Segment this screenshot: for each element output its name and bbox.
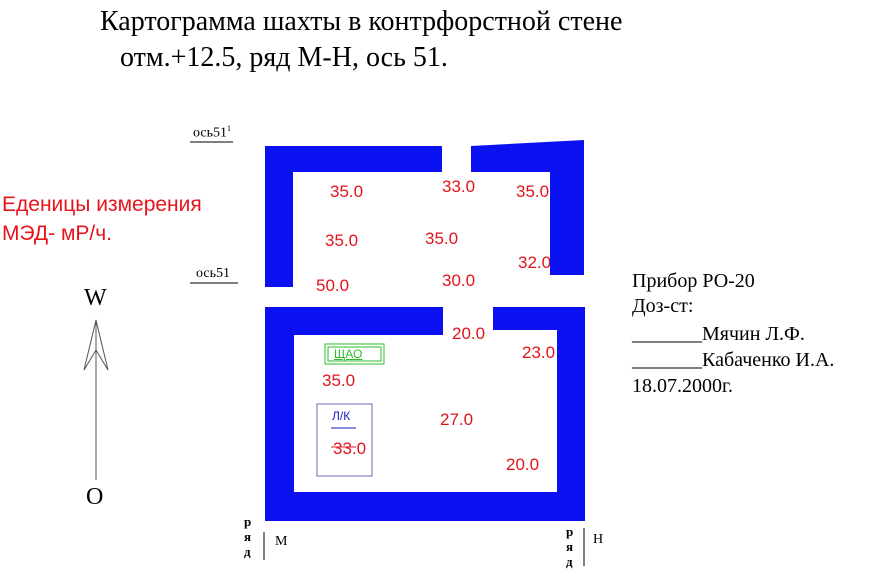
row-label-left: р я д (244, 514, 252, 559)
lk-box (316, 403, 373, 477)
lk-label: Л/К (332, 409, 351, 423)
units-line-2: МЭД- мР/ч. (2, 222, 112, 245)
date-label: 18.07.2000г. (632, 375, 733, 397)
value-upper-3: 35.0 (516, 182, 550, 201)
title-line-2: отм.+12.5, ряд М-Н, ось 51. (120, 42, 448, 73)
shao-box-outer (324, 343, 385, 365)
upper-left-wall (265, 146, 293, 287)
value-lower-4: 27.0 (440, 410, 474, 429)
value-upper-6: 32.0 (518, 253, 552, 272)
compass-arrow (83, 319, 109, 480)
value-lower-5: 33.0 (333, 439, 367, 458)
value-upper-1: 35.0 (330, 182, 364, 201)
row-label-right: р я д (566, 524, 574, 569)
direction-west: W (84, 285, 107, 311)
shao-box-inner (327, 346, 382, 362)
title-line-1: Картограмма шахты в контрфорстной стене (100, 6, 623, 37)
person-1: _______Мячин Л.Ф. (632, 323, 805, 345)
axis-51-1-text: ось51 (193, 125, 227, 141)
dosimetrist-label: Доз-ст: (632, 295, 694, 317)
row-m-label: М (275, 534, 288, 549)
value-lower-3: 35.0 (322, 371, 356, 390)
value-lower-2: 23.0 (522, 343, 556, 362)
axis-51-label: ось51 (196, 266, 230, 281)
direction-east: О (86, 484, 104, 510)
value-upper-2: 33.0 (442, 177, 476, 196)
lower-top-wall-left (265, 307, 443, 335)
axis-51-1-superscript: 1 (226, 124, 231, 133)
lower-right-wall-overlay (557, 330, 585, 370)
value-lower-1: 20.0 (452, 324, 486, 343)
lower-left-wall (265, 307, 294, 521)
value-upper-4: 35.0 (325, 231, 359, 250)
shao-label: ЩАО (334, 347, 363, 361)
value-upper-5: 35.0 (425, 229, 459, 248)
row-n-label: Н (593, 532, 604, 547)
value-lower-6: 20.0 (506, 455, 540, 474)
person-2: _______Кабаченко И.А. (632, 349, 835, 371)
upper-top-wall-left (265, 146, 442, 172)
value-upper-7: 50.0 (316, 276, 350, 295)
device-label: Прибор РО-20 (632, 270, 755, 292)
lower-bottom-wall (265, 492, 585, 521)
upper-right-wall-overlay (550, 172, 584, 275)
value-upper-8: 30.0 (442, 271, 476, 290)
axis-51-1-label: ось511 (193, 124, 231, 142)
units-line-1: Еденицы измерения (2, 193, 202, 216)
